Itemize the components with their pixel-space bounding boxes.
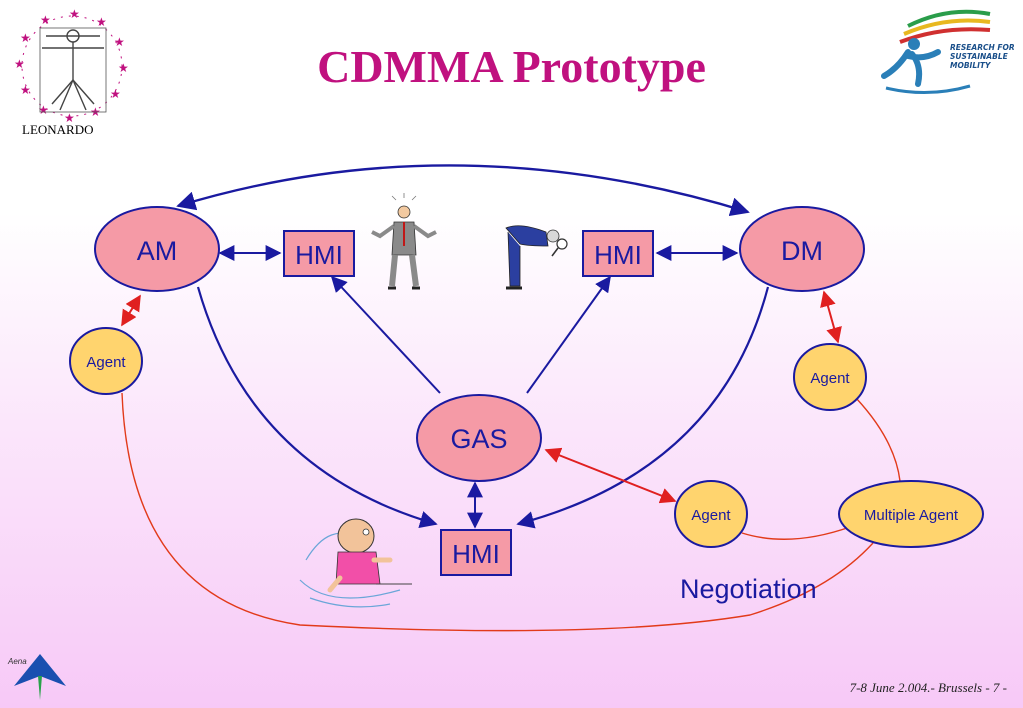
am-hmi-bottom-curve <box>196 286 438 529</box>
shrugging-man-illustration <box>371 193 437 290</box>
agent-middle-node <box>674 480 748 548</box>
dm-agent-link <box>820 290 842 344</box>
am-label: AM <box>137 236 178 266</box>
svg-text:★: ★ <box>40 13 51 27</box>
gas-agent-link <box>544 447 677 504</box>
agent-middle-to-multiple-curve <box>741 526 851 540</box>
gas-node <box>416 394 542 482</box>
negotiation-label: Negotiation <box>680 574 817 604</box>
angry-man-illustration <box>299 518 412 608</box>
svg-text:★: ★ <box>20 31 31 45</box>
logo-line-1: RESEARCH FOR <box>950 43 1015 52</box>
hmi-bottom-box <box>440 529 512 576</box>
svg-text:★: ★ <box>69 7 80 21</box>
svg-text:★: ★ <box>114 35 125 49</box>
hmi-right-box <box>582 230 654 277</box>
sustainable-mobility-logo: RESEARCH FOR SUSTAINABLE MOBILITY <box>881 9 1015 94</box>
hmi-left-label: HMI <box>295 240 343 270</box>
gas-label: GAS <box>450 424 507 454</box>
agent-middle-label: Agent <box>691 507 731 524</box>
agent-left-node <box>69 327 143 395</box>
leonardo-logo: ★ ★ ★ ★ ★ ★ ★ ★ ★ ★ ★ ★ <box>14 7 129 125</box>
multiple-agent-node <box>838 480 984 548</box>
svg-text:★: ★ <box>38 103 49 117</box>
agent-left-label: Agent <box>86 354 126 371</box>
agent-right-to-multiple-curve <box>855 397 901 482</box>
footer-text: 7-8 June 2.004.- Brussels - 7 - <box>849 680 1007 695</box>
am-agent-link <box>121 294 141 327</box>
am-dm-arc <box>176 164 750 217</box>
am-node <box>94 206 220 292</box>
gas-hmi-right-link <box>526 275 611 394</box>
svg-text:★: ★ <box>20 83 31 97</box>
svg-text:★: ★ <box>110 87 121 101</box>
svg-text:★: ★ <box>118 61 129 75</box>
hmi-left-box <box>283 230 355 277</box>
leonardo-label: LEONARDO <box>22 122 94 137</box>
logo-line-3: MOBILITY <box>950 61 992 70</box>
hmi-bottom-label: HMI <box>452 539 500 569</box>
agent-right-node <box>793 343 867 411</box>
aena-logo <box>14 654 66 700</box>
inspecting-man-illustration <box>505 225 568 290</box>
agent-right-label: Agent <box>810 370 850 387</box>
svg-text:★: ★ <box>96 15 107 29</box>
logo-line-2: SUSTAINABLE <box>950 52 1009 61</box>
dm-node <box>739 206 865 292</box>
hmi-right-label: HMI <box>594 240 642 270</box>
dm-hmi-bottom-curve <box>516 286 770 529</box>
agent-left-to-multiple-curve <box>121 392 874 632</box>
dm-label: DM <box>781 236 823 266</box>
gas-hmi-left-link <box>330 275 441 394</box>
multiple-agent-label: Multiple Agent <box>864 507 959 524</box>
svg-text:★: ★ <box>14 57 25 71</box>
page-title: CDMMA Prototype <box>317 41 706 92</box>
svg-text:★: ★ <box>64 111 75 125</box>
aena-label: Aena <box>8 657 27 666</box>
